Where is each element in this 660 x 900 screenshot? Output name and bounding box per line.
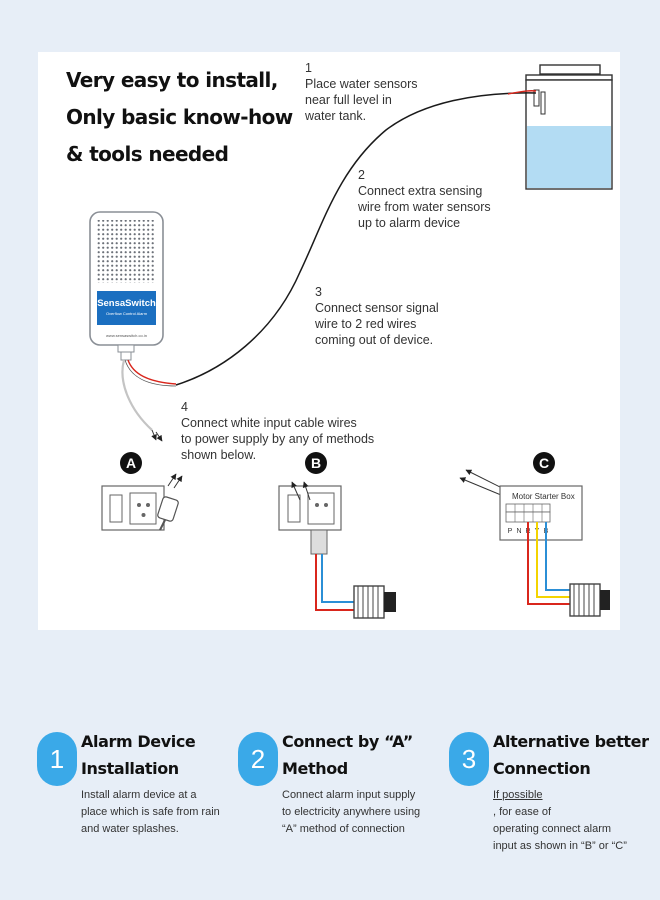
- water-tank: [525, 64, 613, 190]
- svg-text:B: B: [311, 455, 321, 471]
- card-number-badge: 1: [37, 732, 77, 786]
- terminal-block: [505, 503, 551, 523]
- device-brand: SensaSwitch: [97, 298, 156, 309]
- starter-box-label: Motor Starter Box: [512, 492, 575, 501]
- card-title: Alarm Device Installation: [81, 732, 196, 778]
- water-level: [527, 126, 611, 188]
- alarm-device: SensaSwitch Overflow Control Alarm www.s…: [89, 211, 164, 361]
- headline: Very easy to install, Only basic know-ho…: [66, 62, 293, 173]
- headline-line: & tools needed: [66, 142, 229, 166]
- device-url: www.sensaswitch.co.in: [106, 333, 147, 338]
- step-number: 3: [315, 285, 322, 299]
- step-text: Place water sensors: [305, 77, 418, 91]
- card-text: Connect alarm input supply to electricit…: [282, 789, 421, 835]
- step-text: up to alarm device: [358, 216, 461, 230]
- input-cable: [121, 359, 153, 431]
- step-text: Connect white input cable wires: [181, 416, 357, 430]
- installation-diagram: SensaSwitch Overflow Control Alarm www.s…: [89, 64, 613, 619]
- step-text: water tank.: [305, 109, 367, 123]
- svg-text:C: C: [539, 455, 549, 471]
- method-badge-a: A: [120, 452, 142, 474]
- card-number-badge: 2: [238, 732, 278, 786]
- motor-icon: [353, 585, 396, 619]
- terminal-label: N: [516, 528, 521, 535]
- headline-line: Very easy to install,: [66, 68, 278, 92]
- step-text: wire from water sensors: [358, 200, 491, 214]
- method-b-switchboard: [278, 481, 396, 619]
- step-text: Connect extra sensing: [358, 184, 483, 198]
- headline-line: Only basic know-how: [66, 105, 293, 129]
- step-number: 4: [181, 400, 188, 414]
- water-sensor: [533, 89, 546, 115]
- underlined-text: If possible: [493, 789, 543, 801]
- step-text: to power supply by any of methods: [181, 432, 375, 446]
- step-text: near full level in: [305, 93, 392, 107]
- step-3: 3 Connect sensor signal wire to 2 red wi…: [315, 284, 439, 348]
- terminal-label: P: [508, 528, 513, 535]
- step-4: 4 Connect white input cable wires to pow…: [181, 399, 374, 463]
- method-a-switchboard: [101, 473, 183, 531]
- step-text: wire to 2 red wires: [315, 317, 417, 331]
- step-1: 1 Place water sensors near full level in…: [305, 60, 418, 124]
- motor-icon: [569, 583, 610, 617]
- card-text: Install alarm device at a place which is…: [81, 789, 220, 835]
- method-badge-c: C: [533, 452, 555, 474]
- svg-text:A: A: [126, 455, 136, 471]
- device-subtitle: Overflow Control Alarm: [106, 311, 148, 316]
- step-text: shown below.: [181, 448, 257, 462]
- sensing-wire: [175, 92, 537, 386]
- step-number: 1: [305, 61, 312, 75]
- step-text: coming out of device.: [315, 333, 434, 347]
- card-title: Alternative better Connection: [493, 732, 649, 778]
- method-c-starter-box: Motor Starter Box P N R Y B: [459, 469, 610, 617]
- diagram-panel: SensaSwitch Overflow Control Alarm www.s…: [38, 52, 620, 630]
- step-2: 2 Connect extra sensing wire from water …: [358, 167, 491, 231]
- plug-icon: [157, 473, 183, 531]
- card-number-badge: 3: [449, 732, 489, 786]
- method-badge-b: B: [305, 452, 327, 474]
- step-number: 2: [358, 168, 365, 182]
- card-title: Connect by “A” Method: [282, 732, 413, 778]
- card-text: If possible, for ease of operating conne…: [493, 789, 627, 852]
- step-text: Connect sensor signal: [315, 301, 439, 315]
- device-label-plate: [97, 291, 156, 325]
